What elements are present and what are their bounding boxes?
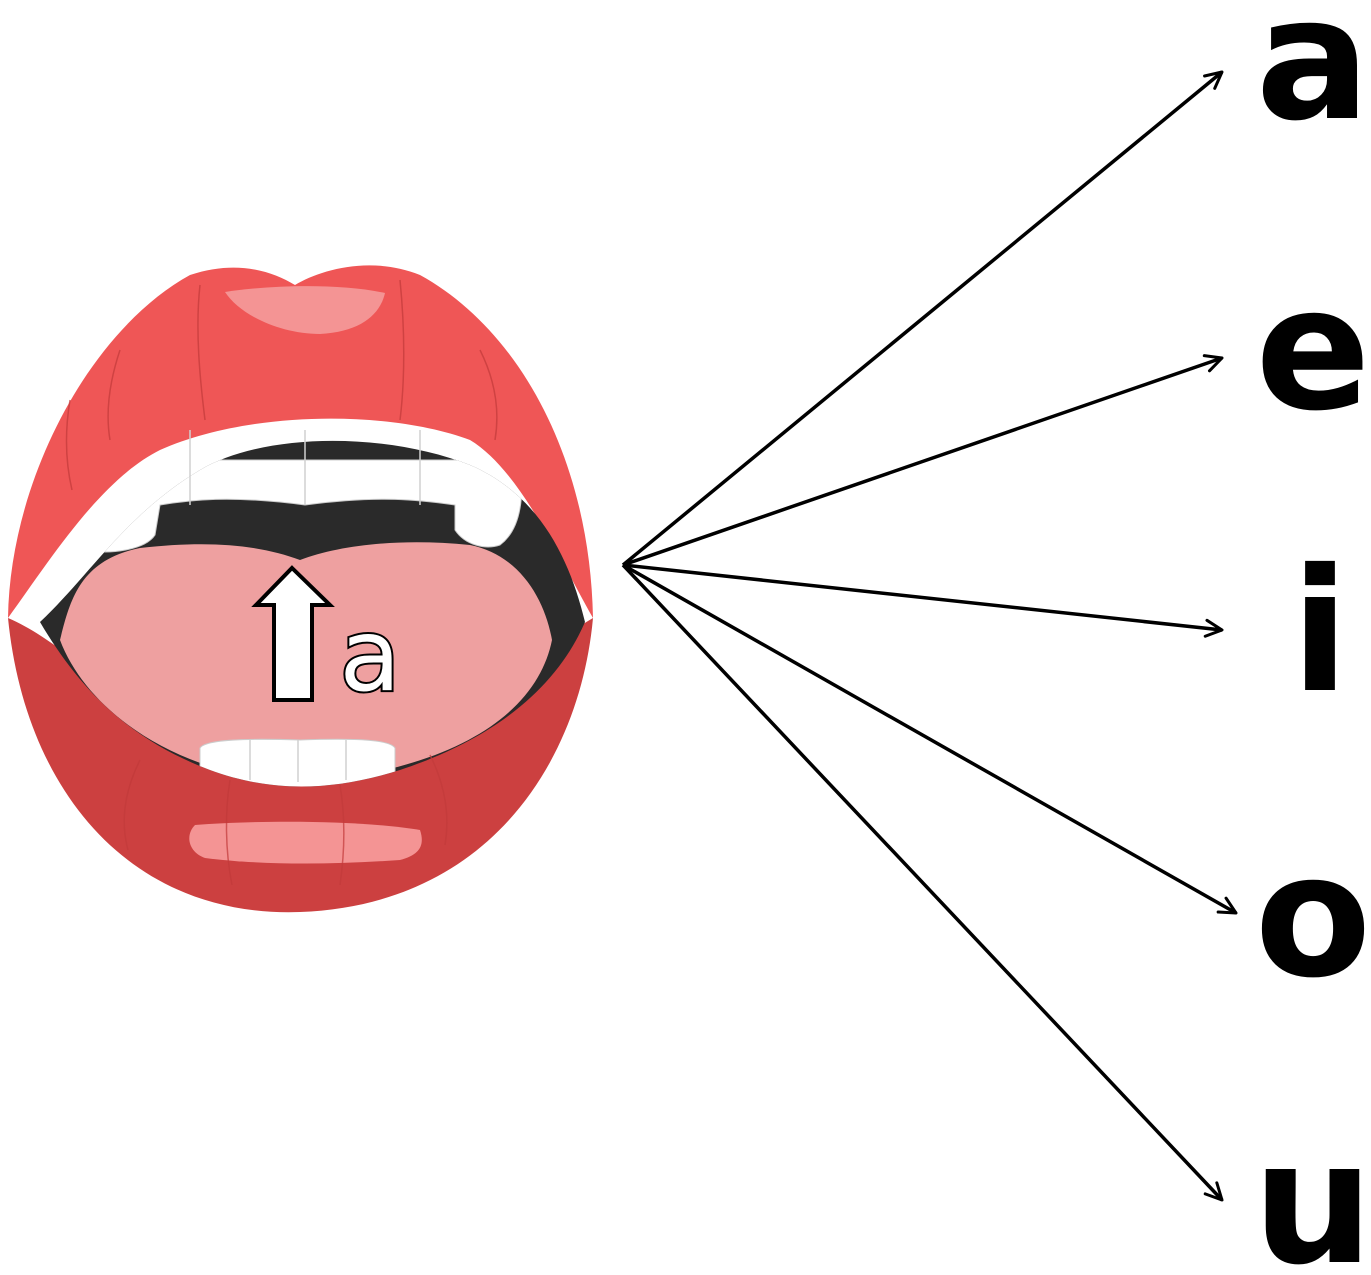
upper-lip-highlight bbox=[225, 286, 385, 334]
vowel-e: e bbox=[1255, 251, 1370, 449]
arrow-to-u bbox=[621, 563, 1224, 1202]
upper-lip bbox=[8, 265, 593, 618]
arrows bbox=[621, 70, 1238, 1202]
teeth-lines bbox=[189, 430, 421, 782]
vowel-labels: a e i o u bbox=[1252, 0, 1371, 1275]
vowel-i: i bbox=[1291, 533, 1349, 731]
mouth-illustration: a bbox=[8, 265, 593, 913]
tongue-letter: a bbox=[339, 597, 400, 714]
vowel-a: a bbox=[1256, 0, 1371, 159]
lip-creases bbox=[65, 279, 498, 886]
arrow-to-a bbox=[621, 70, 1224, 567]
tongue-up-arrow-icon bbox=[251, 565, 335, 702]
arrow-to-i bbox=[622, 563, 1224, 638]
lower-lip-highlight bbox=[189, 821, 422, 864]
vowel-o: o bbox=[1255, 818, 1371, 1016]
vowel-u: u bbox=[1252, 1105, 1371, 1271]
arrow-to-o bbox=[622, 563, 1238, 915]
arrow-to-e bbox=[622, 354, 1224, 567]
